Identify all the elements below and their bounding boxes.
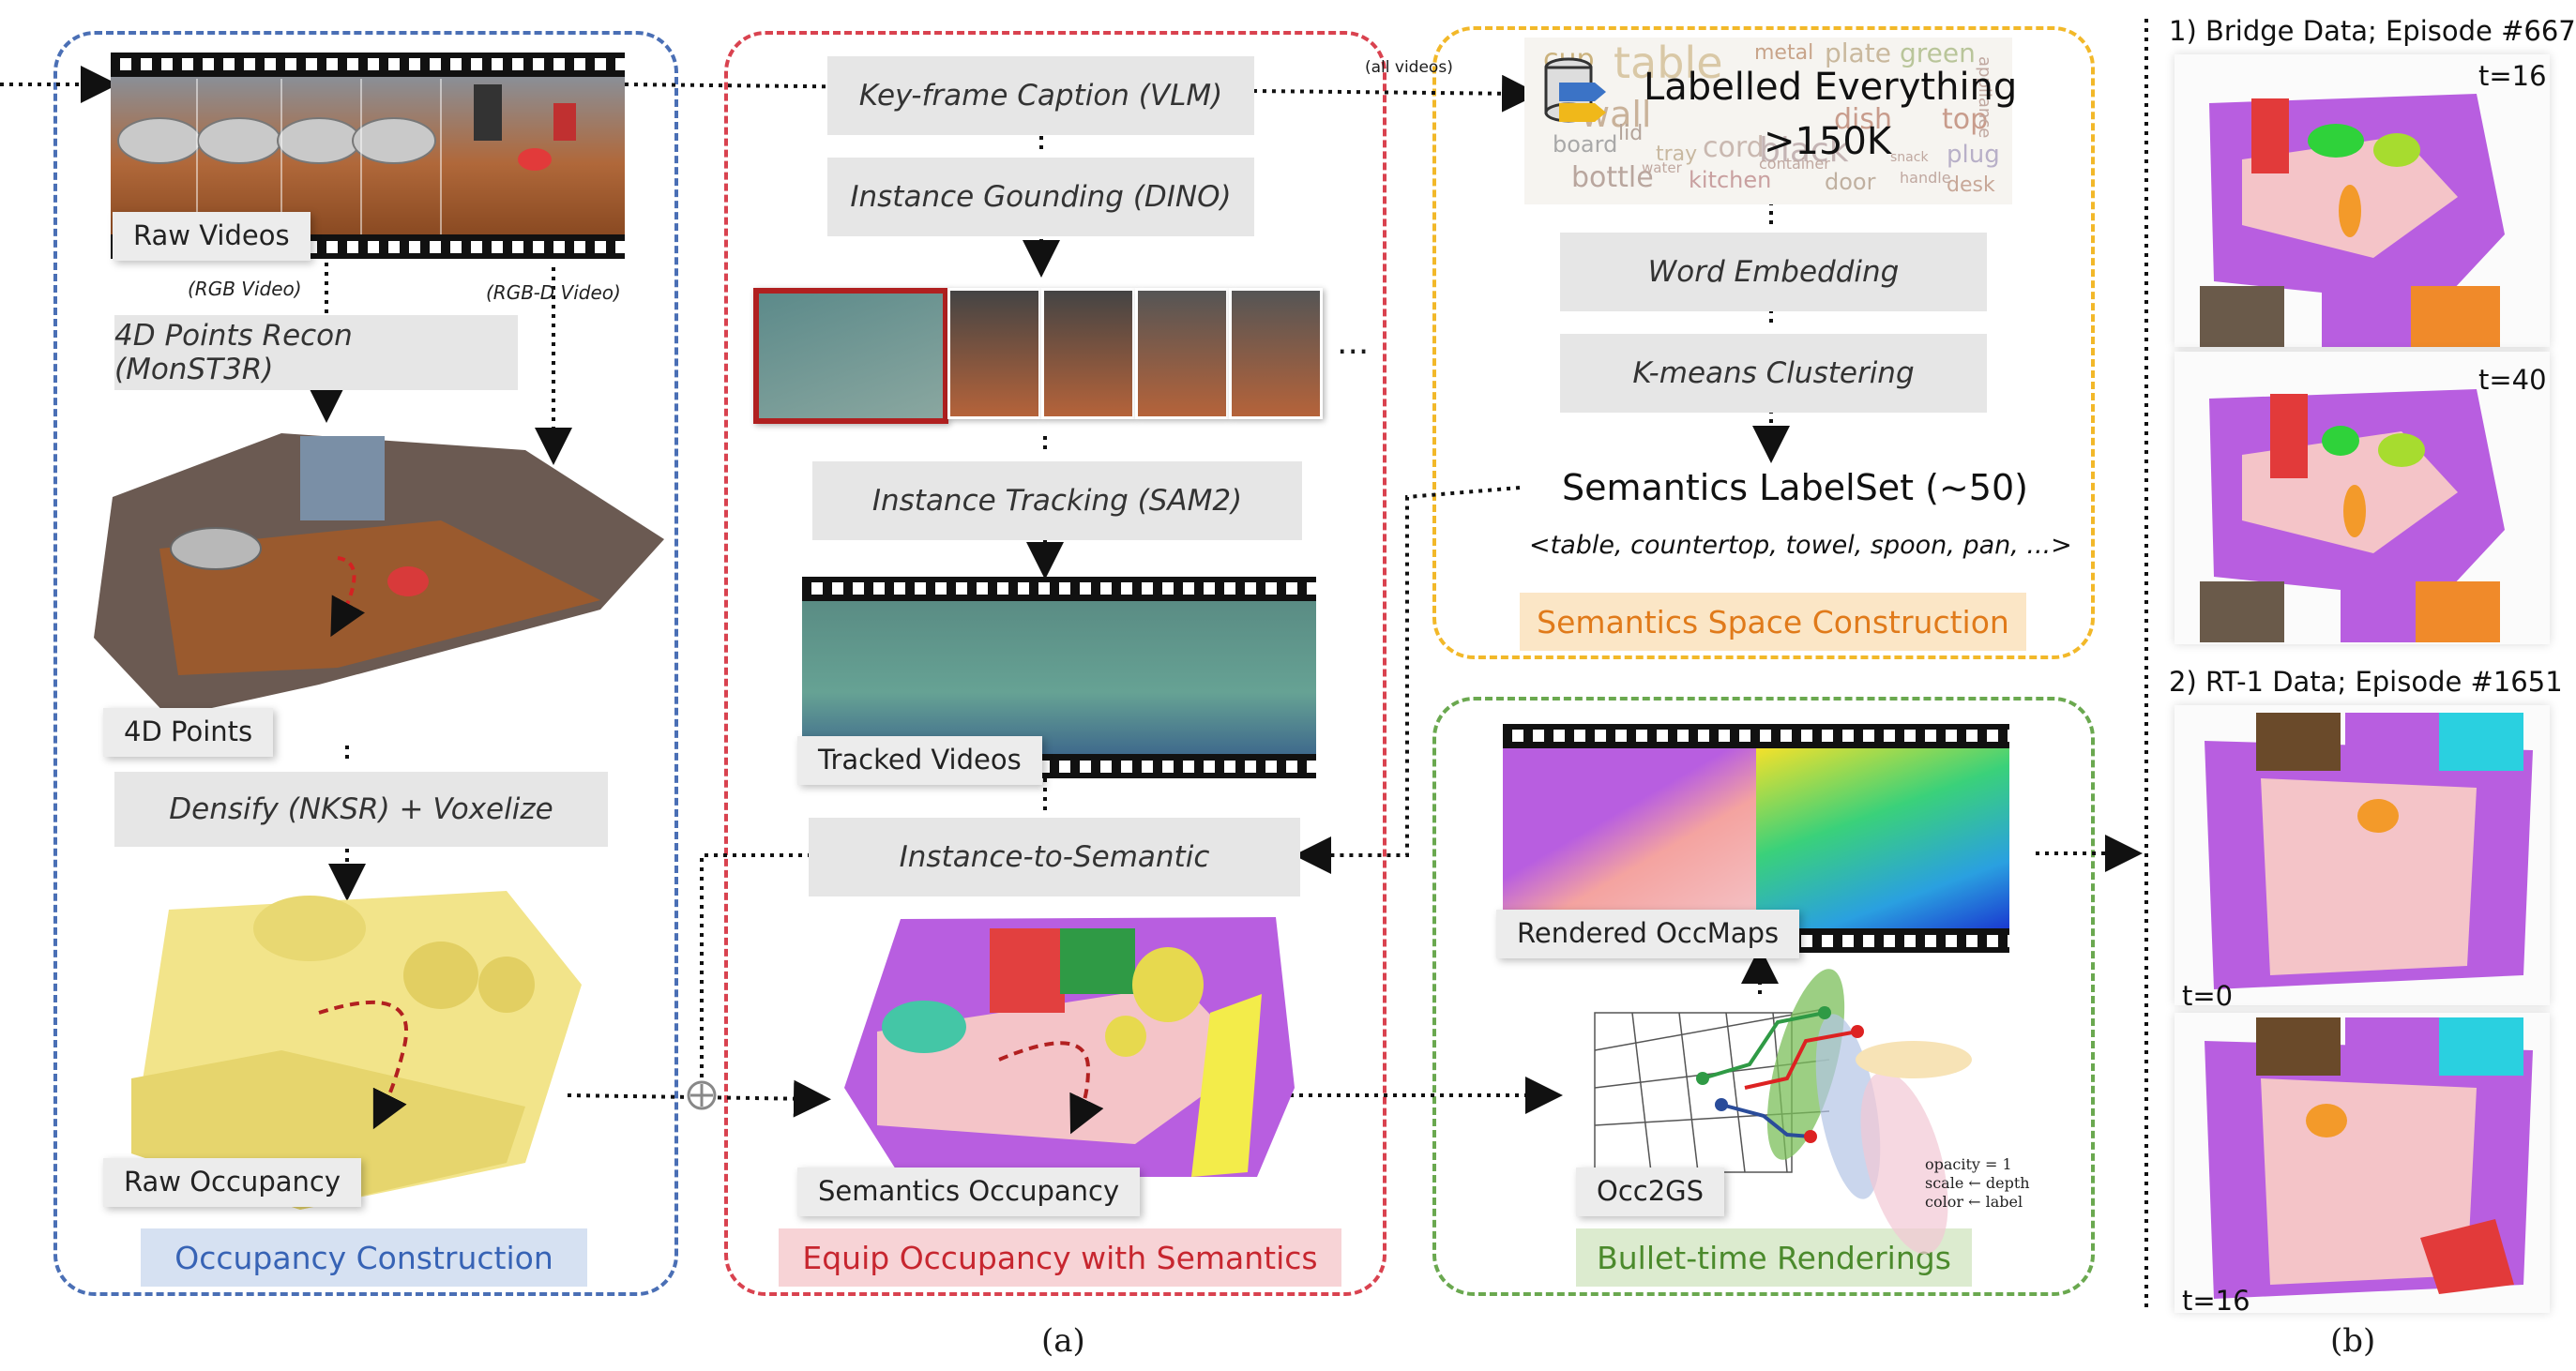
tracked-videos-label: Tracked Videos [797, 736, 1042, 785]
cloud-word: door [1825, 169, 1876, 195]
rt1-t16-label: t=16 [2182, 1285, 2250, 1317]
labelled-everything-text: Labelled Everything [1644, 66, 2018, 109]
cloud-word: top [1942, 103, 1989, 136]
4d-points-label: 4D Points [103, 708, 274, 757]
cloud-word: dish [1834, 103, 1893, 136]
cloud-word: green [1900, 38, 1976, 68]
gs-legend-opacity: opacity = 1 [1925, 1155, 2012, 1173]
rgbd-video-label: (RGB-D Video) [486, 281, 621, 304]
cloud-word: black [1759, 131, 1849, 170]
caption-a: (a) [1041, 1322, 1085, 1360]
tracked-videos-filmstrip [802, 577, 1316, 778]
raw-videos-label: Raw Videos [113, 212, 311, 261]
instance-grounding-step: Instance Gounding (DINO) [827, 158, 1254, 236]
instance-tracking-step: Instance Tracking (SAM2) [812, 461, 1302, 540]
grounding-frame-3 [1041, 288, 1135, 419]
gs-legend-scale: scale ← depth [1925, 1174, 2030, 1192]
semantics-occupancy-label: Semantics Occupancy [797, 1168, 1141, 1216]
cloud-word: appliance [1975, 56, 1994, 139]
semantics-space-title: Semantics Space Construction [1520, 593, 2026, 651]
grounding-frame-5 [1229, 288, 1323, 419]
grounding-frame-4 [1135, 288, 1229, 419]
cloud-word: water [1642, 159, 1682, 176]
gs-legend-color: color ← label [1925, 1193, 2023, 1211]
grounding-frame-2 [947, 288, 1041, 419]
word-cloud: cup table metal plate green wall dish to… [1524, 38, 2012, 204]
kmeans-clustering-step: K-means Clustering [1560, 334, 1987, 413]
semantics-space-panel [1432, 26, 2095, 659]
cloud-word: tray [1656, 143, 1698, 166]
cloud-word: metal [1754, 41, 1814, 65]
labelled-count-text: >150K [1764, 120, 1892, 163]
bullet-time-title: Bullet-time Renderings [1576, 1228, 1972, 1287]
cloud-word: kitchen [1689, 167, 1772, 193]
cloud-word: table [1614, 38, 1723, 88]
frames-ellipsis: ... [1337, 324, 1370, 362]
keyframe-caption-step: Key-frame Caption (VLM) [827, 56, 1254, 135]
rendered-occmaps-label: Rendered OccMaps [1496, 910, 1800, 958]
word-embedding-step: Word Embedding [1560, 233, 1987, 311]
cloud-word: bottle [1571, 161, 1654, 194]
gs-legend: opacity = 1 scale ← depth color ← label [1925, 1155, 2030, 1212]
semantics-labelset-text: Semantics LabelSet (~50) [1562, 467, 2028, 508]
4d-points-recon-step: 4D Points Recon (MonST3R) [114, 315, 518, 390]
bullet-time-panel [1432, 697, 2095, 1296]
densify-voxelize-step: Densify (NKSR) + Voxelize [114, 772, 608, 847]
cloud-word: snack [1890, 150, 1929, 165]
cloud-word: plug [1947, 141, 2000, 169]
occupancy-construction-title: Occupancy Construction [141, 1228, 587, 1287]
caption-b: (b) [2330, 1322, 2376, 1360]
cloud-word: desk [1947, 173, 1995, 197]
grounding-keyframe [753, 288, 948, 424]
equip-semantics-panel [724, 31, 1386, 1296]
cloud-word: handle [1900, 169, 1951, 187]
occupancy-construction-panel [53, 31, 678, 1296]
cloud-word: board [1553, 131, 1618, 158]
instance-to-semantic-step: Instance-to-Semantic [809, 818, 1300, 896]
cloud-word: lid [1618, 122, 1644, 145]
bridge-data-title: 1) Bridge Data; Episode #667 [2169, 15, 2576, 47]
all-videos-label: (all videos) [1365, 58, 1453, 77]
raw-occupancy-label: Raw Occupancy [103, 1158, 361, 1207]
cloud-word: cord [1703, 131, 1765, 164]
rt1-data-title: 2) RT-1 Data; Episode #1651 [2169, 666, 2563, 698]
cloud-word: container [1759, 155, 1830, 173]
labelset-examples-text: <table, countertop, towel, spoon, pan, .… [1529, 531, 2072, 560]
bridge-t16-label: t=16 [2478, 60, 2547, 92]
rt1-t0-label: t=0 [2182, 980, 2234, 1012]
equip-semantics-title: Equip Occupancy with Semantics [779, 1228, 1341, 1287]
cloud-word: plate [1825, 38, 1891, 68]
rgb-video-label: (RGB Video) [188, 278, 302, 300]
bridge-t40-label: t=40 [2478, 364, 2547, 396]
occ2gs-label: Occ2GS [1576, 1168, 1725, 1216]
